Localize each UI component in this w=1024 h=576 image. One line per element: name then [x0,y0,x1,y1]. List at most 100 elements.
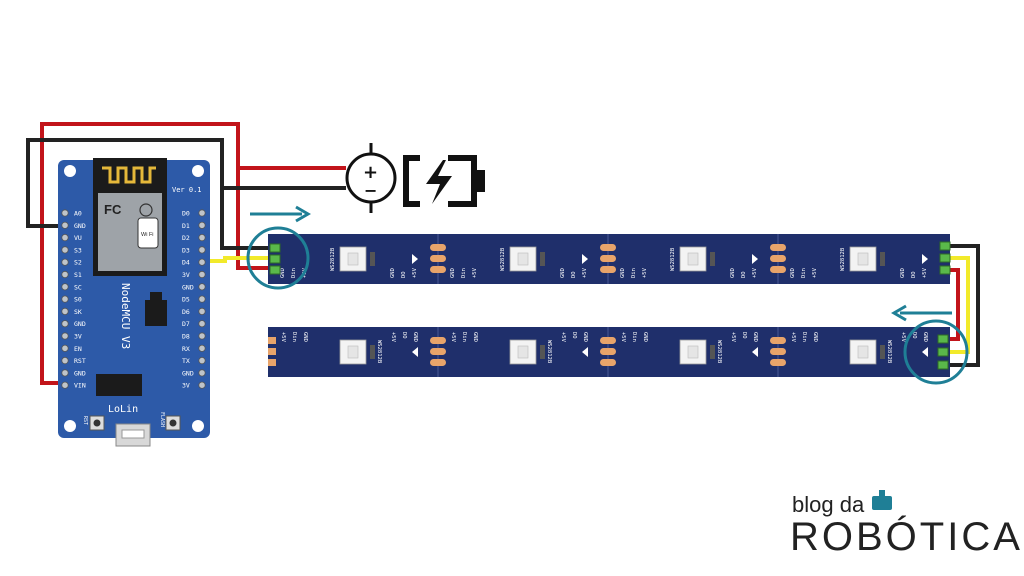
direction-triangle-icon [582,347,588,357]
battery-charging-icon [403,155,485,207]
wire-strip-data [948,256,970,354]
right-pin-d6-8 [198,307,206,315]
strip-pin-out-label: DO [741,332,747,339]
direction-triangle-icon [412,347,418,357]
strip-pin-label: +5V [620,332,626,343]
chip-label: WS2812B [500,247,506,271]
chip-label: WS2812B [886,340,892,364]
right-pin-d1-1 [198,221,206,229]
strip-pin-out-label: GND [412,332,418,342]
direction-triangle-icon [922,347,928,357]
right-pin-3v-14 [198,381,206,389]
right-pin-label: D4 [182,259,190,267]
chip-label: WS2812B [840,247,846,271]
left-pin-label: SC [74,283,82,291]
solder-pad [770,244,786,251]
left-pin-label: S2 [74,259,82,267]
wifi-badge: Wi Fi [141,232,154,238]
direction-triangle-icon [752,347,758,357]
wire-strip-gnd [948,244,980,367]
right-pin-gnd-6 [198,283,206,291]
left-pin-label: S3 [74,246,82,254]
right-pin-label: D5 [182,296,190,304]
board-name: NodeMCU V3 [119,283,132,349]
strip-pin-label: Din [801,268,807,278]
right-pin-label: 3V [182,271,190,279]
chip-label: WS2812B [546,340,552,364]
right-pin-label: RX [182,345,190,353]
right-pin-label: D0 [182,210,190,218]
solder-pad [600,266,616,273]
logo-line1: blog da [792,492,865,517]
right-pin-d0-0 [198,209,206,217]
strip-pin-out-label: DO [911,332,917,339]
solder-pad [430,255,446,262]
direction-triangle-icon [412,254,418,264]
strip-pin-out-label: +5V [412,267,418,278]
strip-pin-label: GND [812,332,818,342]
strip-pin-label: +5V [790,332,796,343]
left-pin-label: GND [74,320,86,328]
solder-pad [430,266,446,273]
chip-label: WS2812B [376,340,382,364]
strip-pin-label: GND [280,268,286,278]
solder-pad [268,337,276,344]
strip-pin-label: Din [291,268,297,278]
strip-pin-out-label: +5V [900,332,906,343]
left-pin-rst-12 [61,356,69,365]
left-pin-s3-3 [61,246,69,254]
left-pin-sc-6 [61,283,69,291]
right-pin-rx-11 [198,344,206,352]
strip-pin-out-label: DO [741,271,747,278]
right-pin-label: D7 [182,320,190,328]
wire-gnd [26,138,268,250]
right-pin-d4-4 [198,258,206,266]
strip-pin-label: Din [461,332,467,342]
right-pin-gnd-13 [198,369,206,377]
right-pin-label: 3V [182,382,190,390]
chip-label: WS2812B [330,247,336,271]
strip-bottom-input-pads [937,334,949,370]
strip-pin-label: Din [631,268,637,278]
strip-pin-out-label: DO [571,332,577,339]
solder-pad [430,244,446,251]
wire-strip-power [948,268,960,341]
strip-pin-label: +5V [472,267,478,278]
strip-pin-out-label: DO [911,271,917,278]
direction-arrow-right [250,205,311,223]
highlight-strip-continuation [903,319,969,385]
blog-da-robotica-logo: blog da ROBÓTICA [790,490,1020,559]
strip-top-input-pads [269,243,281,275]
solder-pad [770,255,786,262]
battery-supply: + − [345,143,485,213]
solder-pad [770,348,786,355]
solder-pad [600,255,616,262]
board-version: Ver 0.1 [172,186,202,194]
strip-top-output-pads [939,241,951,275]
left-pin-vin-14 [61,381,69,389]
strip-pin-out-label: DO [401,332,407,339]
direction-arrow-left [891,304,952,322]
strip-pin-out-label: GND [390,268,396,278]
battery-plus: + [363,162,378,183]
fc-mark: FC [104,202,122,217]
right-pin-label: GND [182,283,194,291]
left-pin-gnd-1 [61,221,69,229]
right-pin-d5-7 [198,295,206,303]
right-pin-label: D1 [182,222,190,230]
right-pin-d7-9 [198,320,206,328]
left-pin-vu-2 [61,234,69,242]
left-pin-label: EN [74,345,82,353]
direction-triangle-icon [922,254,928,264]
strip-pin-label: GND [302,332,308,342]
strip-pin-label: +5V [280,332,286,343]
direction-triangle-icon [582,254,588,264]
strip-pin-label: +5V [812,267,818,278]
left-pin-label: 3V [74,333,82,341]
battery-minus: − [364,181,377,200]
right-pin-label: D2 [182,234,190,242]
